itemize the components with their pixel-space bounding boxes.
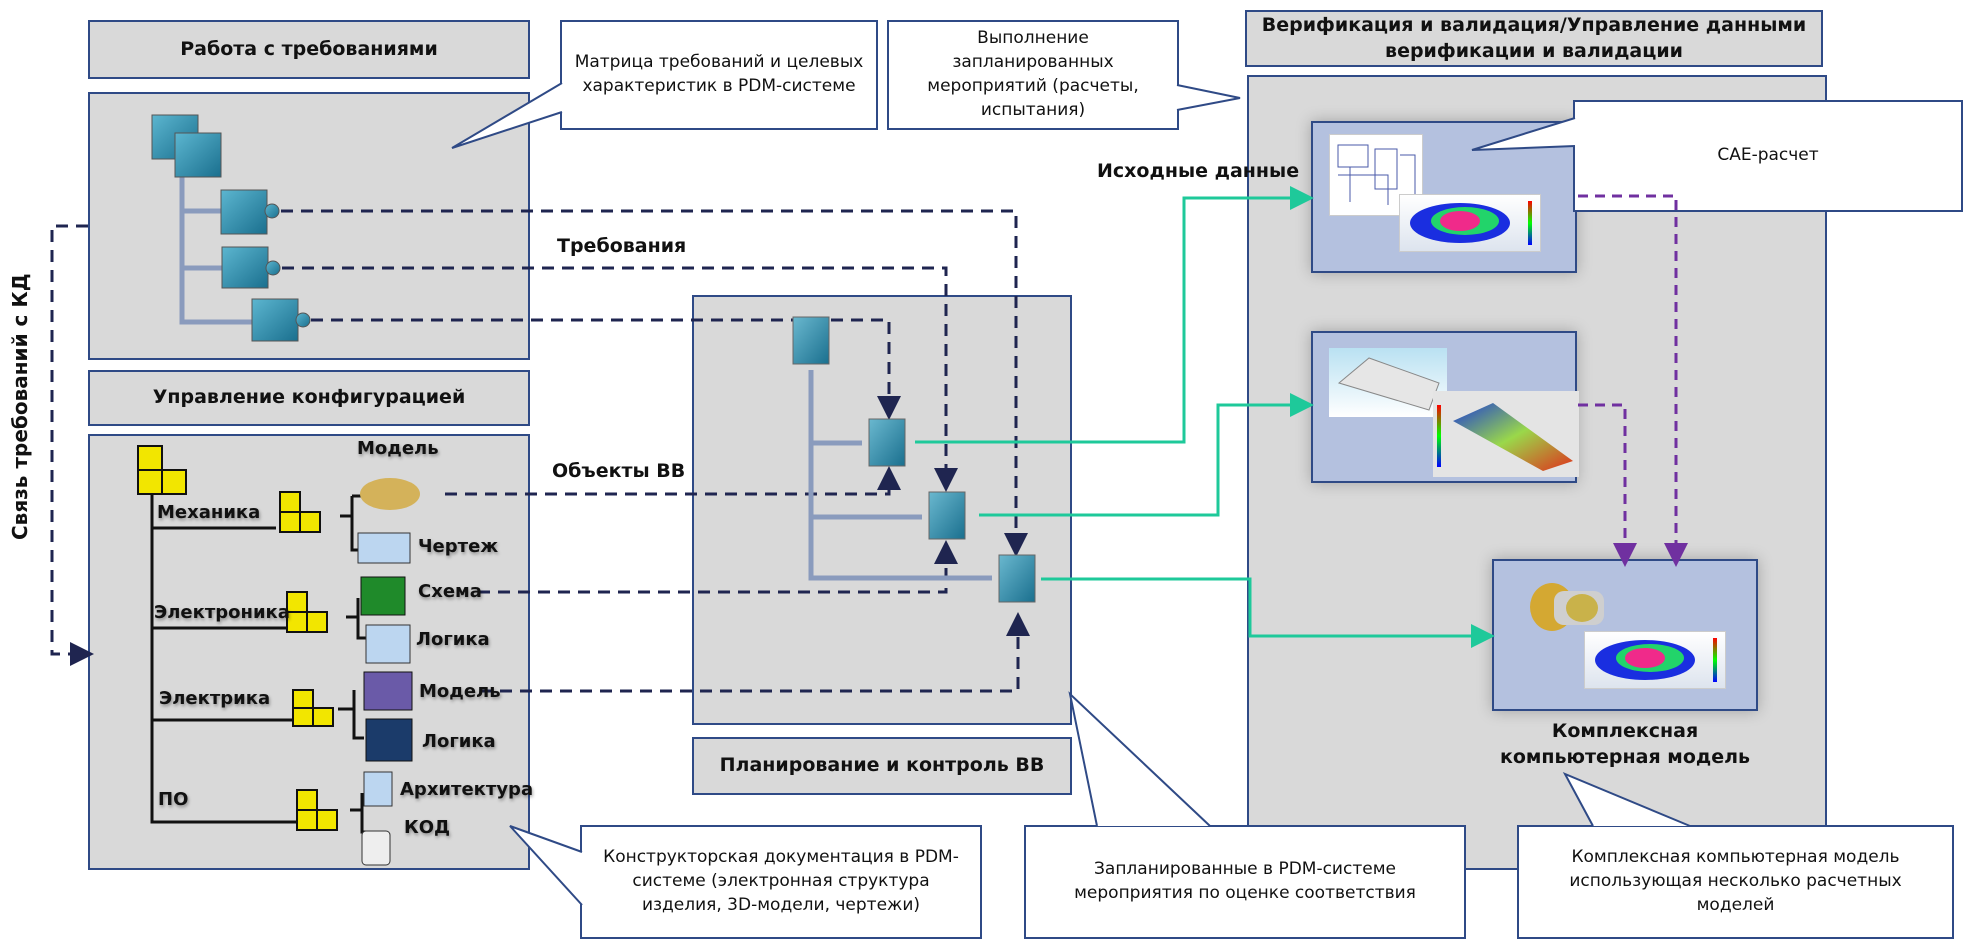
cfd-result-image xyxy=(1399,194,1541,252)
config-panel xyxy=(88,434,530,870)
callout-cae-text: CAE-расчет xyxy=(1717,145,1819,166)
planning-header-text: Планирование и контроль ВВ xyxy=(719,754,1045,777)
callout-complex-text: Комплексная компьютерная модель использу… xyxy=(1569,847,1902,915)
cae-model-1[interactable] xyxy=(1311,121,1577,273)
callout-complex: Комплексная компьютерная модель использу… xyxy=(1517,825,1954,939)
engine-image xyxy=(1524,579,1624,639)
blade-mesh-image xyxy=(1329,348,1447,417)
config-header: Управление конфигурацией xyxy=(88,370,530,426)
complex-model-label-text: Комплексная компьютерная модель xyxy=(1499,720,1751,768)
config-header-text: Управление конфигурацией xyxy=(152,386,466,409)
planning-panel xyxy=(692,295,1072,725)
item-schematic[interactable]: Схема xyxy=(418,581,482,602)
requirements-header: Работа с требованиями xyxy=(88,20,530,79)
engine-icon xyxy=(1530,583,1604,631)
cae-model-2[interactable] xyxy=(1311,331,1579,483)
complex-model-label: Комплексная компьютерная модель xyxy=(1470,712,1780,778)
requirements-panel xyxy=(88,92,530,360)
blade-stress-icon xyxy=(1437,403,1573,471)
cfd-contour-icon xyxy=(1410,201,1532,245)
branch-software: ПО xyxy=(158,789,189,810)
tree-top-label: Модель xyxy=(357,438,439,459)
label-vv-objects: Объекты ВВ xyxy=(552,460,686,482)
callout-planned-tail xyxy=(1068,691,1211,827)
callout-design-docs: Конструкторская документация в PDM-систе… xyxy=(580,825,982,939)
blade-mesh-icon xyxy=(1337,357,1440,411)
requirements-header-text: Работа с требованиями xyxy=(180,37,438,60)
planning-header: Планирование и контроль ВВ xyxy=(692,737,1072,795)
callout-cae: CAE-расчет xyxy=(1573,100,1963,212)
item-architecture[interactable]: Архитектура xyxy=(400,779,534,800)
schematic-image xyxy=(1329,134,1423,216)
item-drawing[interactable]: Чертеж xyxy=(418,536,499,557)
branch-electrics: Электрика xyxy=(159,688,271,709)
vv-header-text: Верификация и валидация/Управление данны… xyxy=(1261,13,1807,62)
item-logic-electronics[interactable]: Логика xyxy=(416,629,490,650)
item-code[interactable]: КОД xyxy=(404,817,451,838)
complex-cfd-icon xyxy=(1595,638,1717,682)
branch-electronics: Электроника xyxy=(154,602,290,623)
complex-model[interactable] xyxy=(1492,559,1758,711)
callout-design-docs-text: Конструкторская документация в PDM-систе… xyxy=(603,847,959,915)
blade-stress-image xyxy=(1433,391,1579,477)
callout-execution-text: Выполнение запланированных мероприятий (… xyxy=(927,28,1139,120)
callout-matrix-text: Матрица требований и целевых характерист… xyxy=(574,52,864,96)
item-model-electrics[interactable]: Модель xyxy=(419,681,501,702)
schematic-icon xyxy=(1337,144,1416,205)
callout-execution-tail xyxy=(1176,84,1241,111)
callout-planned-text: Запланированные в PDM-системе мероприяти… xyxy=(1074,859,1416,903)
callout-planned: Запланированные в PDM-системе мероприяти… xyxy=(1024,825,1466,939)
vv-header: Верификация и валидация/Управление данны… xyxy=(1245,10,1823,67)
callout-matrix: Матрица требований и целевых характерист… xyxy=(560,20,878,130)
req-kd-link xyxy=(50,224,94,666)
label-source-data: Исходные данные xyxy=(1097,160,1300,182)
label-requirements: Требования xyxy=(557,235,687,257)
callout-execution: Выполнение запланированных мероприятий (… xyxy=(887,20,1179,130)
item-logic-electrics[interactable]: Логика xyxy=(422,731,496,752)
vertical-label-req-kd: Связь требований с КД xyxy=(8,273,32,540)
complex-cfd-image xyxy=(1584,631,1726,689)
branch-mechanics: Механика xyxy=(157,502,261,523)
